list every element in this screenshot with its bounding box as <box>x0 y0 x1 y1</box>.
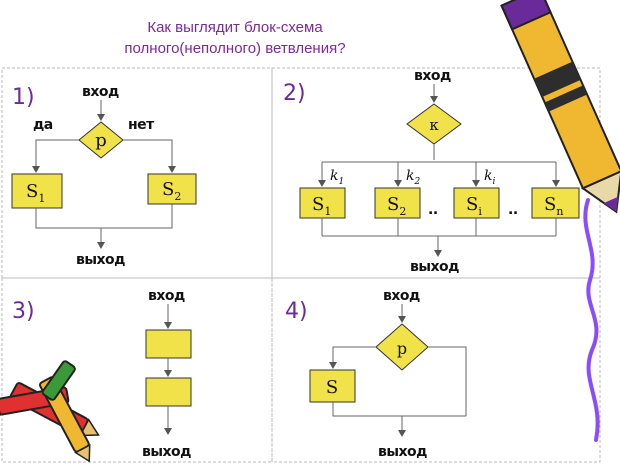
panel-1-condition-diamond <box>78 121 124 159</box>
panel-1-merge-line <box>35 204 173 229</box>
panel-1-output-label: выход <box>76 252 125 268</box>
panel-3-frame <box>1 277 273 463</box>
panel-2-key-3: ki <box>484 168 495 187</box>
panel-4-input-label: вход <box>383 288 420 304</box>
panel-3-number: 3) <box>12 299 35 324</box>
panel-2-block-s1-symbol: S1 <box>312 194 331 218</box>
pencil-illustration <box>500 0 620 442</box>
panel-2-block-s2 <box>374 187 421 219</box>
panel-1-input-label: вход <box>82 84 119 100</box>
title-line-2: полного(неполного) ветвления? <box>124 40 345 57</box>
panel-2: 2) вход к k1 k2 ki S1 S2 .. Si .. Sn вых… <box>283 68 580 275</box>
panel-4-block-s <box>309 369 356 403</box>
panel-2-block-sn <box>531 187 580 219</box>
panel-1-number: 1) <box>12 85 35 110</box>
panel-2-condition-label: к <box>429 116 439 134</box>
panel-1-frame <box>1 67 273 279</box>
panel-4-number: 4) <box>285 299 308 324</box>
panel-1-block-s2 <box>147 173 197 205</box>
panel-2-key-2: k2 <box>406 168 420 187</box>
panel-3-block-1 <box>145 329 192 359</box>
crayons-illustration <box>0 360 100 463</box>
panel-3: 3) вход выход <box>12 288 192 460</box>
panel-2-output-label: выход <box>410 259 459 275</box>
panel-2-key-1: k1 <box>330 168 344 187</box>
panel-1-yes-label: да <box>33 117 53 133</box>
panel-4-condition-label: р <box>397 339 407 358</box>
panel-2-block-si-symbol: Si <box>466 194 482 218</box>
panel-4-block-s-symbol: S <box>326 377 338 398</box>
panel-4-output-label: выход <box>378 444 427 460</box>
panel-4-yes-branch <box>329 346 376 369</box>
panel-4-no-branch <box>428 346 467 416</box>
panel-4-merge-left <box>332 402 466 417</box>
panel-4: 4) вход р S выход <box>285 288 467 460</box>
panel-1-block-s1-symbol: S1 <box>26 181 45 205</box>
panel-2-block-sn-symbol: Sn <box>544 194 563 218</box>
panel-2-ellipsis-2: .. <box>508 202 518 218</box>
panel-1-block-s1 <box>11 173 63 209</box>
panel-1-block-s2-symbol: S2 <box>162 179 181 203</box>
panel-2-input-label: вход <box>414 68 451 84</box>
panel-2-ellipsis-1: .. <box>428 202 438 218</box>
title-line-1: Как выглядит блок-схема <box>147 19 323 36</box>
panel-3-block-2 <box>145 377 192 407</box>
panel-1-no-branch <box>123 139 176 173</box>
panel-3-output-label: выход <box>142 444 191 460</box>
panel-1-condition-label: р <box>95 130 107 151</box>
panel-4-condition-diamond <box>375 323 429 371</box>
panel-1-yes-branch <box>32 139 79 173</box>
panel-2-number: 2) <box>283 81 306 106</box>
panel-3-input-label: вход <box>148 288 185 304</box>
panel-2-block-s2-symbol: S2 <box>387 194 406 218</box>
panel-4-frame <box>271 277 601 463</box>
panel-1-no-label: нет <box>128 117 155 133</box>
panel-2-block-s1 <box>299 187 346 219</box>
panel-1: 1) вход р да нет S1 S2 выход <box>11 84 197 268</box>
